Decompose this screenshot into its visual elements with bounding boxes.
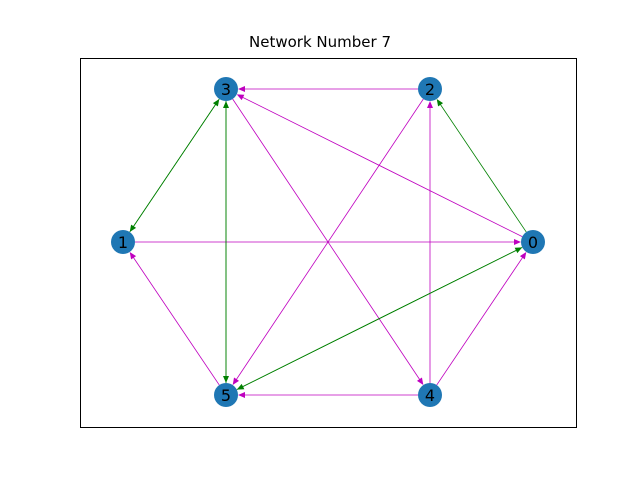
edges-layer: [129, 86, 527, 398]
arrowhead-2-to-5: [232, 377, 240, 386]
node-4: 4: [418, 383, 442, 407]
node-circle-3: [214, 77, 238, 101]
edge-0-to-2: [439, 102, 527, 233]
edge-3-to-4: [232, 98, 421, 382]
node-circle-2: [418, 77, 442, 101]
arrowhead-2-to-3: [238, 86, 245, 92]
arrowhead-4-to-2: [427, 101, 433, 108]
node-circle-1: [111, 230, 135, 254]
node-label-5: 5: [221, 386, 231, 405]
node-5: 5: [214, 383, 238, 407]
node-label-0: 0: [528, 233, 538, 252]
arrowhead-1-to-3: [212, 98, 220, 107]
arrowhead-5-to-1: [129, 251, 137, 260]
node-3: 3: [214, 77, 238, 101]
arrowhead-4-to-0: [519, 251, 527, 260]
edge-2-to-5: [235, 98, 424, 382]
node-circle-0: [521, 230, 545, 254]
node-circle-5: [214, 383, 238, 407]
node-label-4: 4: [425, 386, 435, 405]
edge-0-to-3: [241, 96, 523, 238]
arrowhead-5-to-0: [514, 247, 523, 254]
arrowhead-4-to-5: [238, 392, 245, 398]
edge-1-to-3: [129, 102, 217, 233]
node-1: 1: [111, 230, 135, 254]
edge-0-to-5: [241, 246, 523, 388]
arrowhead-1-to-0: [514, 239, 521, 245]
plot-frame: [80, 58, 577, 428]
arrowhead-0-to-3: [236, 94, 245, 101]
arrowhead-5-to-3: [223, 101, 229, 108]
chart-title: Network Number 7: [249, 33, 391, 51]
edge-4-to-0: [436, 255, 524, 386]
node-circle-4: [418, 383, 442, 407]
arrowhead-0-to-5: [236, 383, 245, 390]
arrowhead-3-to-4: [416, 377, 424, 386]
node-0: 0: [521, 230, 545, 254]
node-label-2: 2: [425, 80, 435, 99]
node-label-3: 3: [221, 80, 231, 99]
nodes-layer: 0 1 2 3 4 5: [111, 77, 545, 407]
edge-5-to-1: [132, 255, 220, 386]
arrowhead-0-to-2: [436, 98, 444, 107]
node-2: 2: [418, 77, 442, 101]
node-label-1: 1: [118, 233, 128, 252]
